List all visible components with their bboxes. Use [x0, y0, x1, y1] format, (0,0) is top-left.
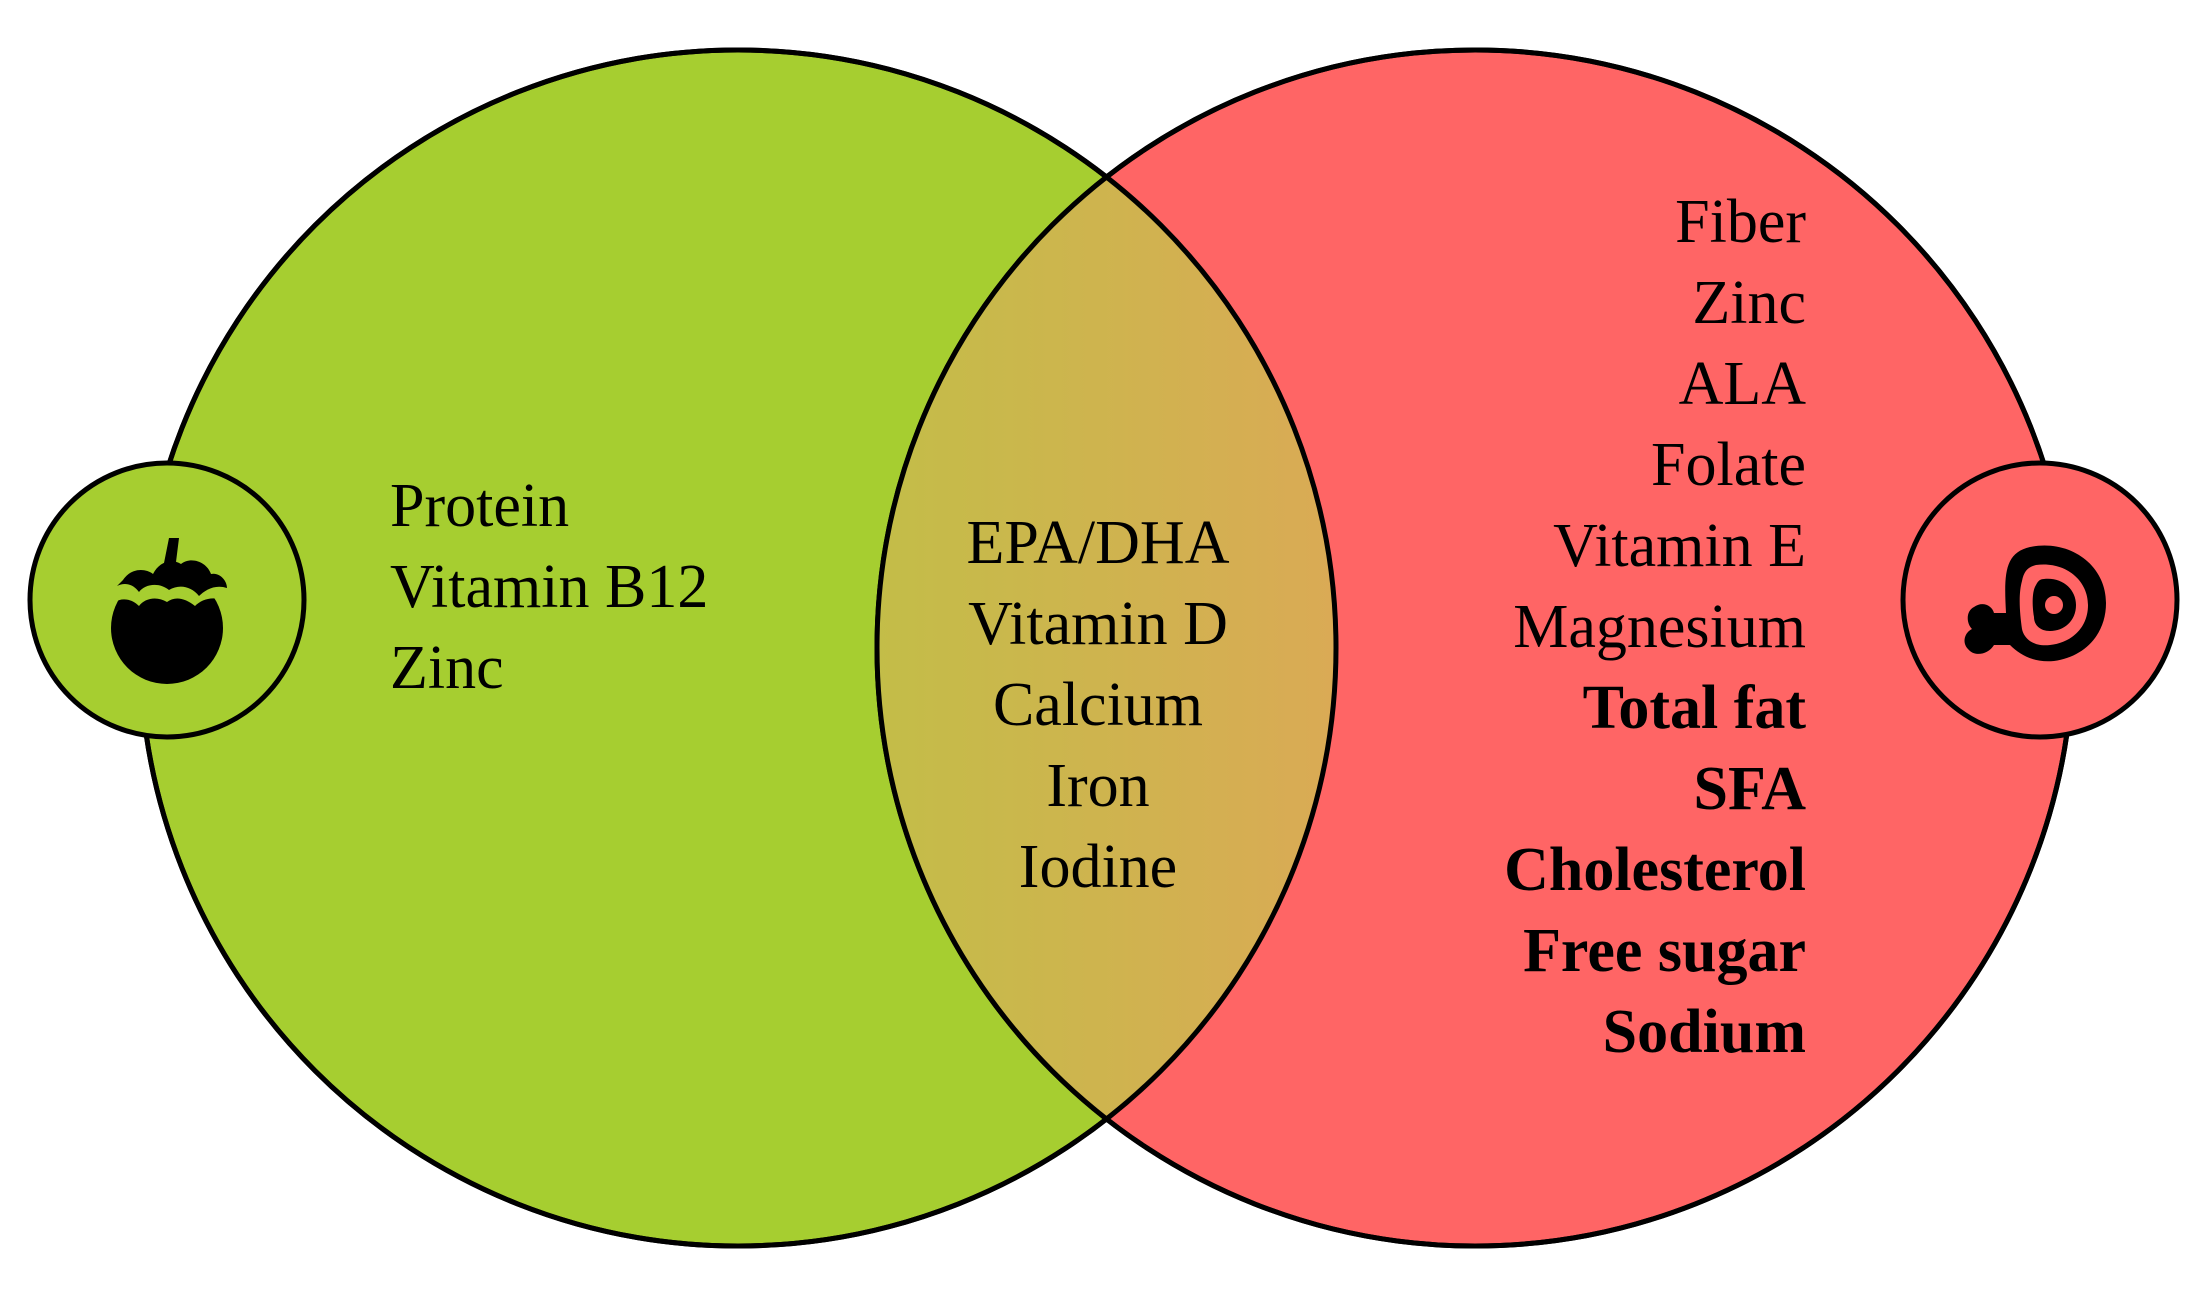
meat-only-item-4: Vitamin E: [1553, 512, 1806, 580]
overlap-region: [877, 50, 1336, 1246]
tomato-icon: [111, 538, 227, 684]
meat-only-item-1: Zinc: [1692, 269, 1806, 337]
meat-only-item-5: Magnesium: [1513, 593, 1806, 661]
meat-only-item-7: SFA: [1693, 755, 1806, 823]
plant-only-item-2: Zinc: [390, 634, 504, 702]
meat-only-item-10: Sodium: [1603, 998, 1806, 1066]
shared-item-3: Iron: [1046, 752, 1149, 820]
meat-only-item-6: Total fat: [1583, 674, 1807, 742]
meat-only-item-9: Free sugar: [1523, 917, 1806, 985]
plant-only-item-1: Vitamin B12: [390, 553, 708, 621]
meat-only-item-0: Fiber: [1675, 188, 1806, 256]
shared-item-4: Iodine: [1019, 833, 1177, 901]
shared-item-0: EPA/DHA: [967, 509, 1230, 577]
meat-only-item-8: Cholesterol: [1504, 836, 1806, 904]
shared-item-2: Calcium: [993, 671, 1203, 739]
plant-only-item-0: Protein: [390, 472, 569, 540]
meat-only-item-2: ALA: [1679, 350, 1807, 418]
shared-item-1: Vitamin D: [968, 590, 1228, 658]
meat-icon: [1964, 545, 2106, 662]
meat-only-item-3: Folate: [1651, 431, 1806, 499]
